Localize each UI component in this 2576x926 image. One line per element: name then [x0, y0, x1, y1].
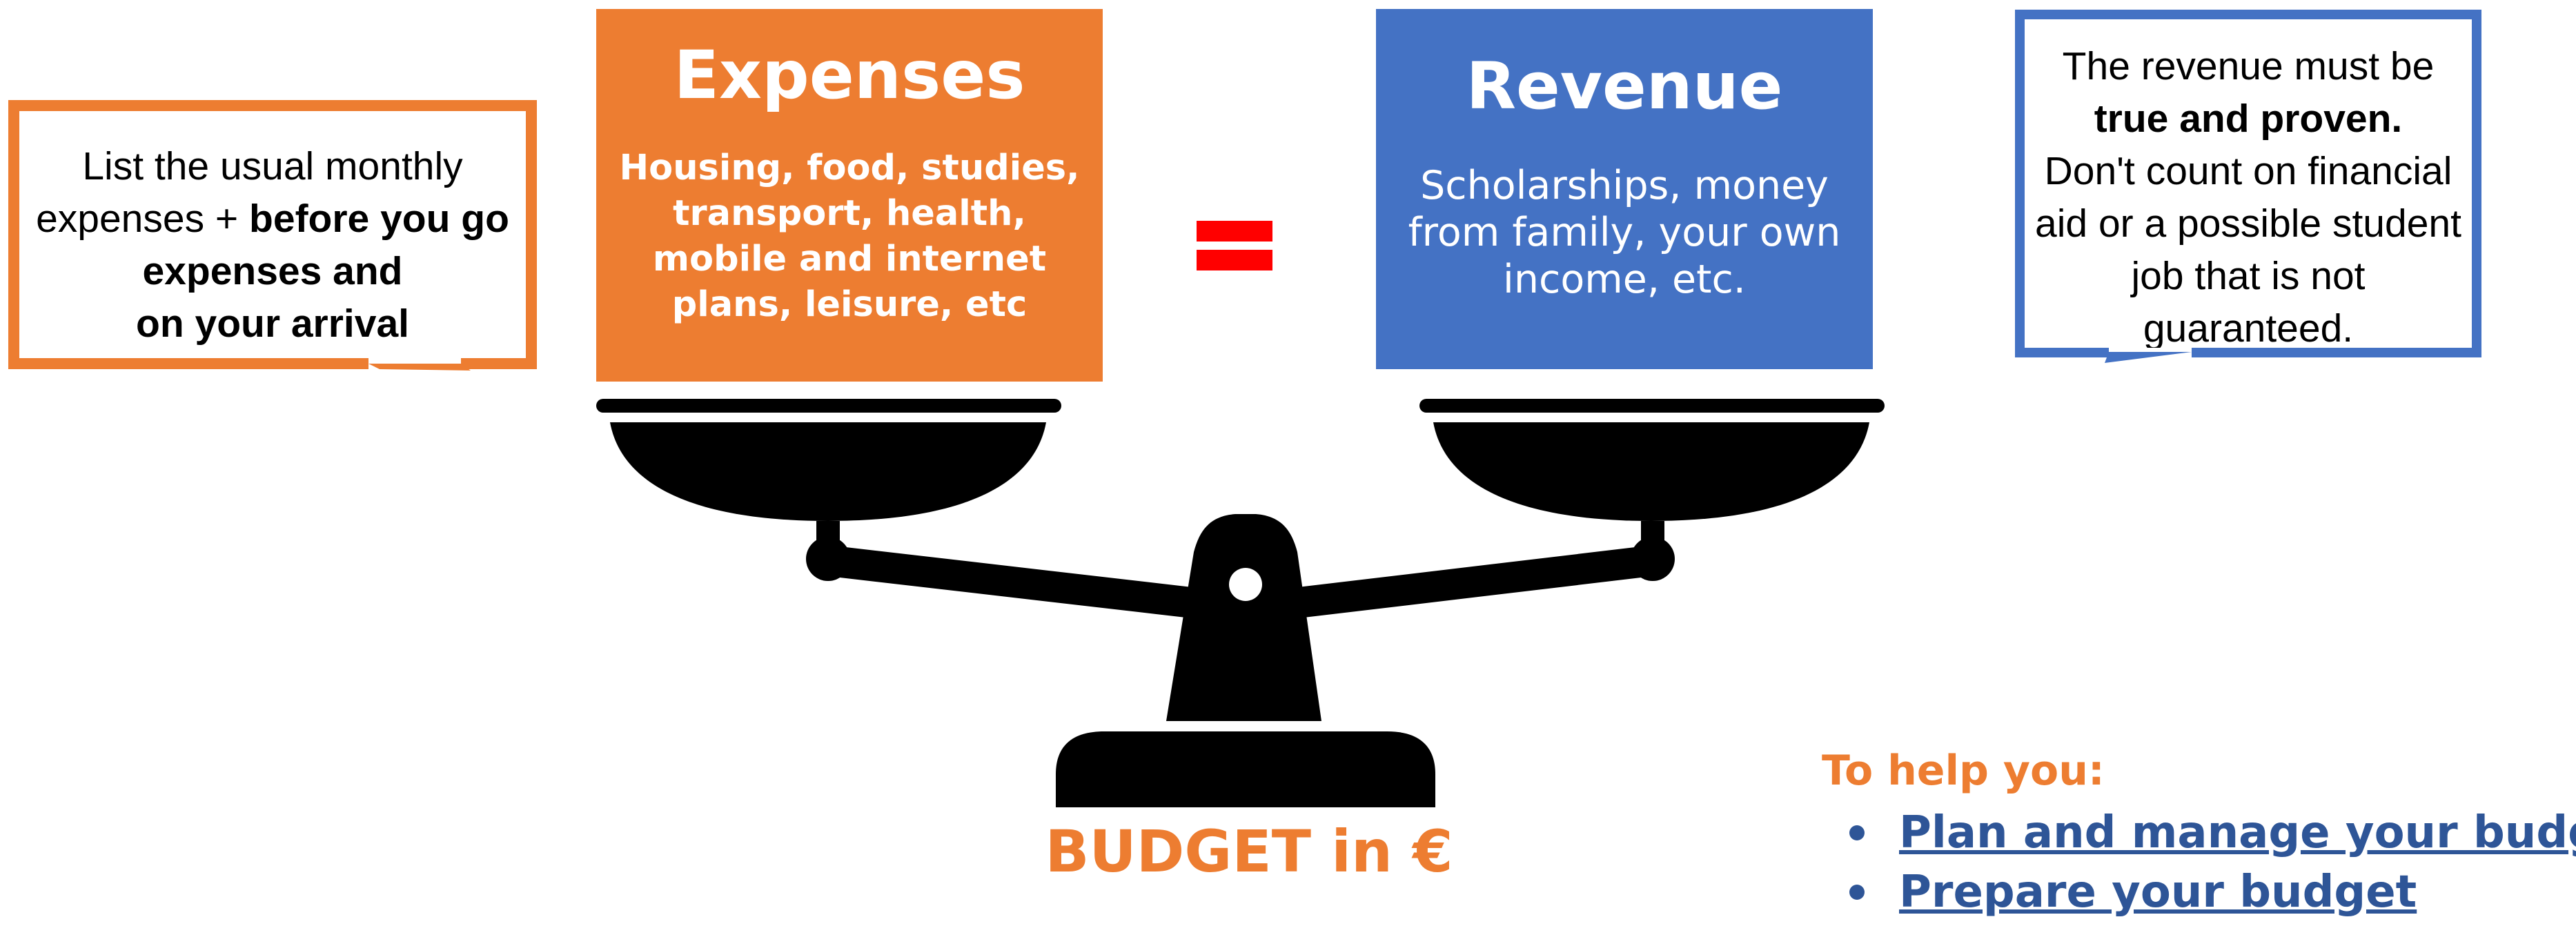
expenses-note-bubble: List the usual monthly expenses + before… — [8, 100, 537, 371]
revenue-box: Revenue Scholarships, money from family,… — [1376, 9, 1873, 369]
bullet-icon — [1849, 825, 1865, 840]
help-links-list: Plan and manage your budget Prepare your… — [1849, 807, 2576, 926]
plan-budget-link[interactable]: Plan and manage your budget — [1899, 807, 2576, 858]
note-line: expenses + — [36, 197, 250, 241]
note-emphasis: on your arrival — [136, 302, 409, 346]
note-line: The revenue must be — [2062, 44, 2435, 88]
note-line: List the usual monthly — [82, 144, 463, 188]
bubble-tail — [368, 364, 471, 371]
list-item: Plan and manage your budget — [1849, 807, 2576, 867]
budget-label: BUDGET in € — [1045, 818, 1453, 885]
equals-bar-bottom — [1197, 250, 1272, 270]
bullet-icon — [1849, 885, 1865, 900]
revenue-note-bubble: The revenue must be true and proven. Don… — [2015, 10, 2481, 363]
help-heading: To help you: — [1822, 747, 2105, 795]
revenue-title: Revenue — [1466, 49, 1783, 124]
expenses-box: Expenses Housing, food, studies, transpo… — [596, 9, 1103, 382]
list-item: Prepare your budget — [1849, 867, 2576, 926]
note-emphasis: true and proven. — [2094, 97, 2403, 141]
revenue-description: Scholarships, money from family, your ow… — [1408, 163, 1841, 302]
note-line: Don't count on financial aid or a possib… — [2035, 149, 2461, 351]
bubble-tail — [2105, 352, 2192, 363]
revenue-note-text: The revenue must be true and proven. Don… — [2025, 40, 2472, 355]
note-emphasis: before you go — [249, 197, 509, 241]
note-emphasis: expenses and — [142, 249, 403, 293]
prepare-budget-link[interactable]: Prepare your budget — [1899, 867, 2417, 918]
expenses-note-text: List the usual monthly expenses + before… — [19, 140, 526, 350]
expenses-title: Expenses — [674, 37, 1025, 114]
expenses-description: Housing, food, studies, transport, healt… — [619, 148, 1080, 325]
equals-bar-top — [1197, 221, 1272, 242]
equals-sign — [1197, 221, 1272, 270]
